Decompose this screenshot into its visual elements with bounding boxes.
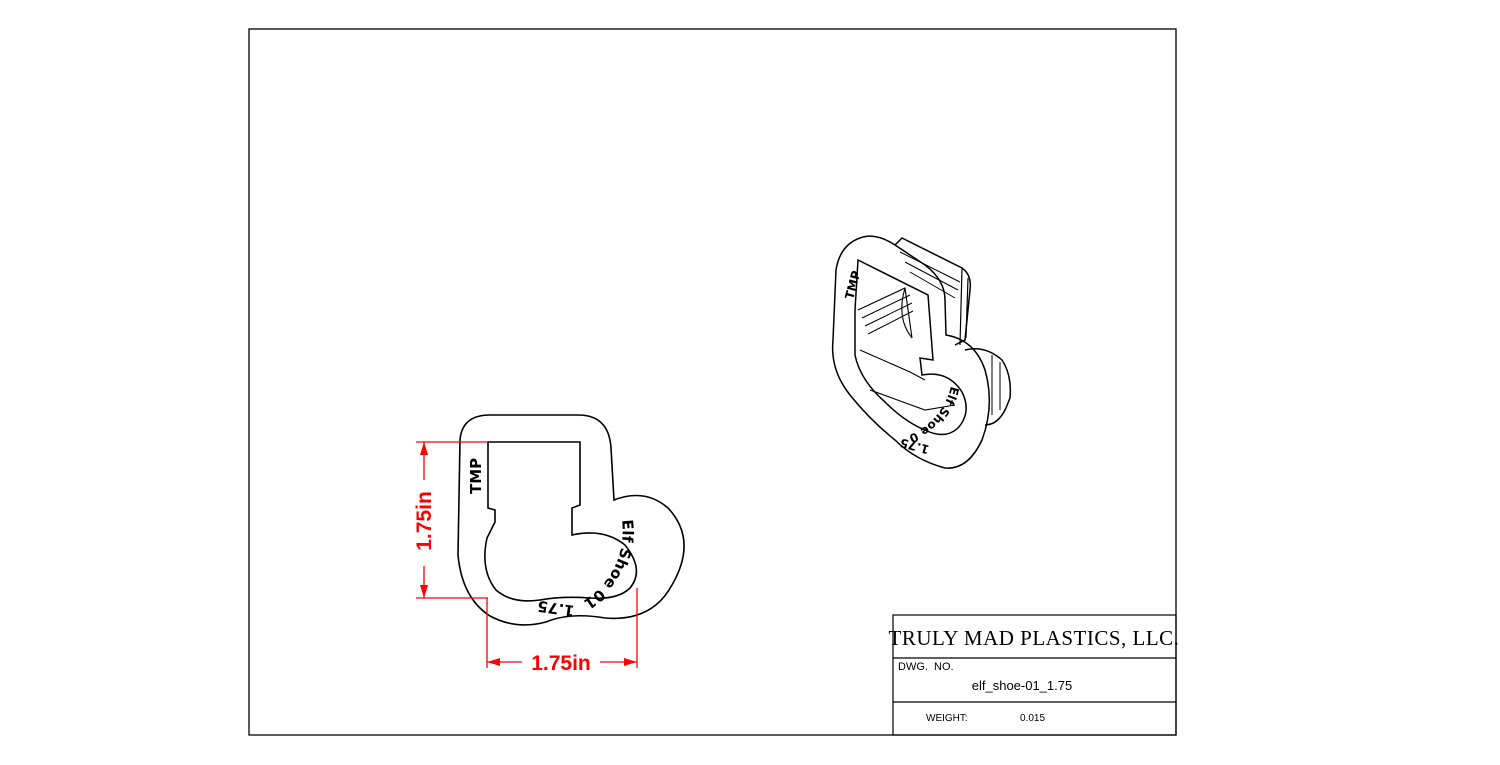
iso-back-toe [964,348,1012,426]
title-block-dwg-no-label: DWG. NO. [898,661,954,673]
iso-inner-opening [854,258,967,436]
iso-emboss-name-path: Elf Shoe 01 [0,0,962,446]
title-block-weight-label: WEIGHT: [926,713,968,724]
front-emboss-size: 1.75 [536,597,575,620]
iso-emboss-brand: TMP [842,269,863,301]
iso-view [831,235,1012,469]
dimension-width-label: 1.75in [531,652,591,675]
title-block [892,614,1177,736]
front-inner-opening [484,441,638,602]
front-outer-contour [457,414,685,626]
title-block-weight-value: 0.015 [1020,713,1045,724]
iso-emboss-name: Elf Shoe 01 [0,0,962,446]
title-block-dwg-no-value: elf_shoe-01_1.75 [972,678,1072,693]
iso-outer-contour [831,235,991,469]
front-view [457,414,685,626]
front-emboss-brand: TMP [467,458,485,494]
title-block-company: TRULY MAD PLASTICS, LLC. [889,626,1180,650]
dimension-height-label: 1.75in [413,491,436,551]
sheet-border [248,28,1177,736]
dimension-lines [416,441,638,668]
